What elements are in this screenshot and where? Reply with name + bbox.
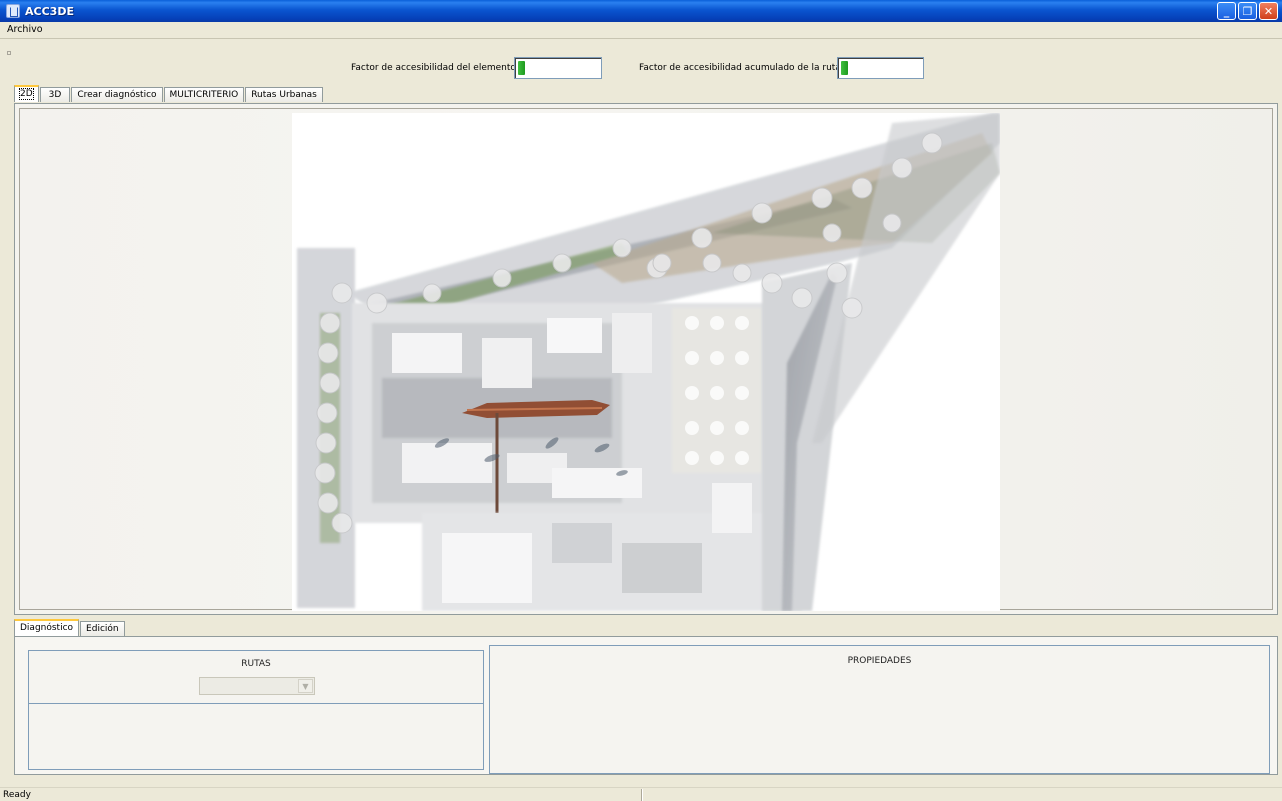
title-bar[interactable]: ACC3DE _ ❐ ✕ (0, 0, 1282, 22)
window-title: ACC3DE (25, 4, 74, 18)
routes-title: RUTAS (241, 659, 271, 669)
routes-group: RUTAS ▼ (28, 650, 484, 704)
element-factor-gauge (514, 57, 602, 79)
properties-title: PROPIEDADES (847, 656, 912, 666)
status-divider (641, 789, 643, 801)
minimize-button[interactable]: _ (1217, 2, 1236, 20)
routes-combobox[interactable]: ▼ (199, 677, 315, 695)
panel-tabs: Diagnóstico Edición (14, 619, 126, 637)
app-icon (6, 4, 20, 18)
view-tabs: 2D 3D Crear diagnóstico MULTICRITERIO Ru… (14, 85, 324, 103)
window-controls: _ ❐ ✕ (1217, 2, 1278, 20)
tab-rutas-urbanas[interactable]: Rutas Urbanas (245, 87, 323, 102)
tab-edicion[interactable]: Edición (80, 621, 125, 636)
menu-separator (0, 38, 1282, 39)
toolbar-grip[interactable] (7, 51, 11, 55)
close-button[interactable]: ✕ (1259, 2, 1278, 20)
tab-multicriterio[interactable]: MULTICRITERIO (163, 87, 245, 102)
tab-3d[interactable]: 3D (39, 87, 71, 102)
status-bar: Ready (0, 787, 1282, 801)
diagnostico-panel: RUTAS ▼ PROPIEDADES (14, 636, 1278, 775)
route-list-box[interactable] (28, 703, 484, 770)
tab-diagnostico[interactable]: Diagnóstico (14, 619, 80, 636)
element-factor-label: Factor de accesibilidad del elemento (351, 63, 516, 73)
route-factor-fill (841, 61, 848, 75)
maximize-button[interactable]: ❐ (1238, 2, 1257, 20)
properties-group: PROPIEDADES (489, 645, 1270, 774)
menu-archivo[interactable]: Archivo (7, 24, 43, 35)
tab-2d[interactable]: 2D (14, 85, 39, 102)
element-factor-fill (518, 61, 525, 75)
view-2d-canvas[interactable] (19, 108, 1273, 611)
route-factor-gauge (837, 57, 924, 79)
menu-bar: Archivo (0, 22, 1282, 38)
tab-crear-diagnostico[interactable]: Crear diagnóstico (71, 87, 163, 102)
route-factor-label: Factor de accesibilidad acumulado de la … (639, 63, 841, 73)
point-cloud-map[interactable] (292, 113, 1000, 611)
chevron-down-icon[interactable]: ▼ (298, 679, 313, 693)
view-2d-panel (14, 103, 1278, 615)
status-text: Ready (3, 790, 31, 800)
